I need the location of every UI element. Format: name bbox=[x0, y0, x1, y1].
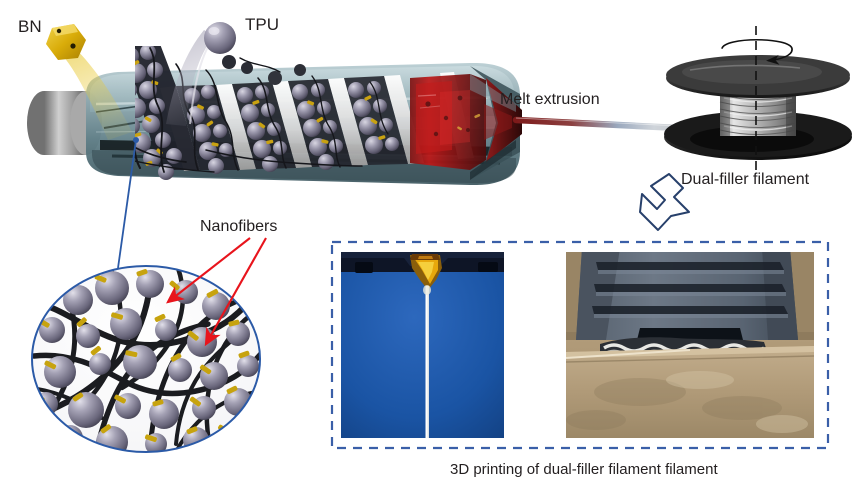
label-tpu: TPU bbox=[245, 15, 279, 34]
bn-feed bbox=[46, 24, 132, 140]
tpu-feed bbox=[166, 22, 236, 126]
photo-printed-part bbox=[566, 252, 814, 438]
spool-rotation-axis bbox=[721, 26, 793, 170]
figure-caption: 3D printing of dual-filler filament fila… bbox=[450, 461, 718, 478]
label-melt-extrusion: Melt extrusion bbox=[500, 91, 600, 108]
filament-spool bbox=[664, 26, 852, 170]
barrel-material-packing bbox=[135, 46, 408, 180]
tpu-pellet-icon bbox=[204, 22, 236, 54]
extruder-assembly bbox=[27, 22, 704, 186]
label-nanofibers: Nanofibers bbox=[200, 218, 278, 235]
photo-filament-extrusion bbox=[341, 252, 504, 438]
extruder-die-cone bbox=[470, 66, 522, 180]
bn-platelet-icon bbox=[46, 24, 86, 60]
extruder-melt-zone bbox=[410, 74, 486, 170]
microstructure-magnifier bbox=[31, 265, 261, 453]
label-bn: BN bbox=[18, 17, 42, 36]
process-flow-arrow-icon bbox=[639, 173, 690, 231]
nanofibers-pointer-arrows bbox=[166, 237, 267, 347]
microstructure-callout-line bbox=[117, 137, 139, 269]
label-dual-filler-filament: Dual-filler filament bbox=[681, 171, 810, 188]
printing-photos-panel bbox=[330, 240, 830, 450]
